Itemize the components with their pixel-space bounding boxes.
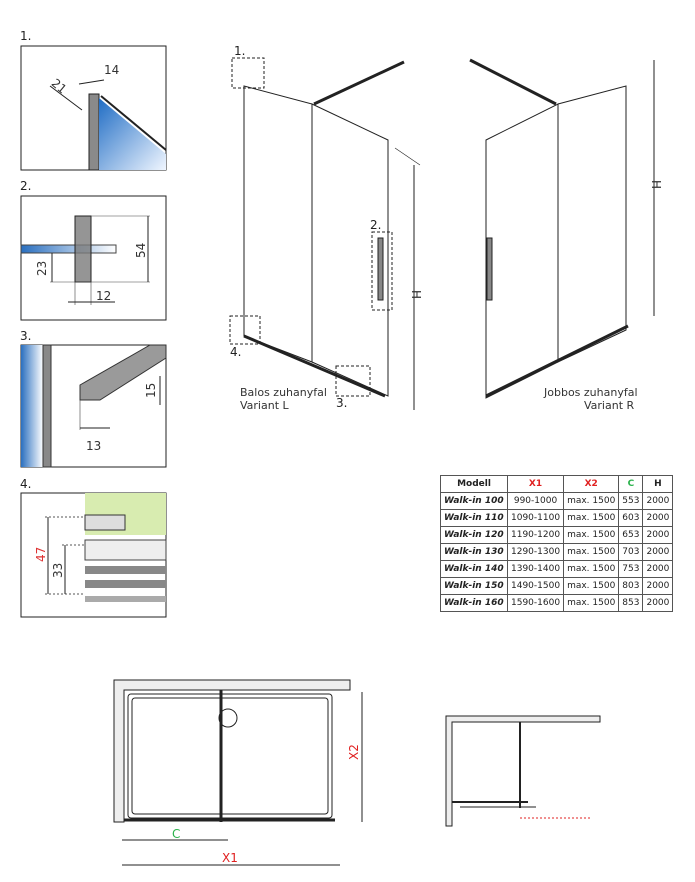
table-cell-c: 803	[618, 577, 644, 595]
header-h: H	[642, 475, 674, 493]
marker-1: 1.	[234, 44, 245, 58]
detail-3-label: 3.	[20, 329, 31, 343]
detail-2-profile	[74, 215, 92, 283]
table-cell-c: 653	[618, 526, 644, 544]
detail-2-glass	[20, 244, 117, 254]
detail-2-label: 2.	[20, 179, 31, 193]
table-cell-x2: max. 1500	[563, 594, 620, 612]
detail-1-dim-14: 14	[104, 63, 119, 77]
table-cell-x2: max. 1500	[563, 543, 620, 561]
table-cell-c: 553	[618, 492, 644, 510]
table-cell-c: 603	[618, 509, 644, 527]
table-cell-h: 2000	[642, 577, 674, 595]
table-cell-c: 753	[618, 560, 644, 578]
table-cell-x2: max. 1500	[563, 509, 620, 527]
table-cell-x1: 1490-1500	[506, 577, 565, 595]
table-cell-modell: Walk-in 100	[440, 492, 508, 510]
table-cell-modell: Walk-in 140	[440, 560, 508, 578]
table-cell-h: 2000	[642, 543, 674, 561]
detail-1-profile	[88, 93, 100, 171]
table-cell-modell: Walk-in 130	[440, 543, 508, 561]
variant-l-drawing	[229, 57, 421, 410]
marker-3: 3.	[336, 396, 347, 410]
table-cell-x2: max. 1500	[563, 526, 620, 544]
header-c: C	[618, 475, 644, 493]
table-cell-x1: 1590-1600	[506, 594, 565, 612]
table-cell-h: 2000	[642, 492, 674, 510]
detail-2-dim-23: 23	[35, 261, 49, 276]
header-x2: X2	[563, 475, 620, 493]
table-cell-modell: Walk-in 160	[440, 594, 508, 612]
detail-3-glass	[21, 345, 43, 467]
detail-2-dim-12: 12	[96, 289, 111, 303]
table-cell-modell: Walk-in 110	[440, 509, 508, 527]
detail-4-dim-47: 47	[34, 547, 48, 562]
plan-c-label: C	[172, 827, 180, 841]
table-cell-x1: 1390-1400	[506, 560, 565, 578]
detail-3-dim-15: 15	[144, 383, 158, 398]
table-cell-h: 2000	[642, 509, 674, 527]
table-cell-x1: 1090-1100	[506, 509, 565, 527]
table-cell-c: 853	[618, 594, 644, 612]
table-cell-x1: 990-1000	[506, 492, 565, 510]
plan-x1-label: X1	[222, 851, 238, 865]
table-cell-x1: 1190-1200	[506, 526, 565, 544]
table-cell-modell: Walk-in 120	[440, 526, 508, 544]
detail-4-label: 4.	[20, 477, 31, 491]
table-cell-c: 703	[618, 543, 644, 561]
table-cell-modell: Walk-in 150	[440, 577, 508, 595]
detail-4-dim-33: 33	[51, 563, 65, 578]
table-cell-x2: max. 1500	[563, 560, 620, 578]
variant-r-drawing	[469, 58, 655, 399]
marker-4: 4.	[230, 345, 241, 359]
small-plan-view	[445, 715, 601, 827]
detail-2-frame	[20, 195, 167, 321]
right-height-label: H	[649, 180, 663, 189]
table-cell-h: 2000	[642, 560, 674, 578]
plan-view	[113, 679, 363, 866]
left-caption-2: Variant L	[240, 399, 290, 412]
detail-1-label: 1.	[20, 29, 31, 43]
left-caption-1: Balos zuhanyfal	[240, 386, 327, 399]
header-x1: X1	[506, 475, 565, 493]
right-caption-2: Variant R	[584, 399, 635, 412]
detail-3-dim-13: 13	[86, 439, 101, 453]
plan-x2-label: X2	[347, 744, 361, 760]
table-cell-h: 2000	[642, 526, 674, 544]
left-height-label: H	[409, 290, 423, 299]
table-cell-x2: max. 1500	[563, 577, 620, 595]
detail-1-glass	[99, 98, 166, 170]
table-cell-h: 2000	[642, 594, 674, 612]
table-cell-x1: 1290-1300	[506, 543, 565, 561]
header-modell: Modell	[440, 475, 508, 493]
detail-2-dim-54: 54	[134, 243, 148, 258]
right-caption-1: Jobbos zuhanyfal	[543, 386, 638, 399]
table-cell-x2: max. 1500	[563, 492, 620, 510]
marker-2: 2.	[370, 218, 381, 232]
